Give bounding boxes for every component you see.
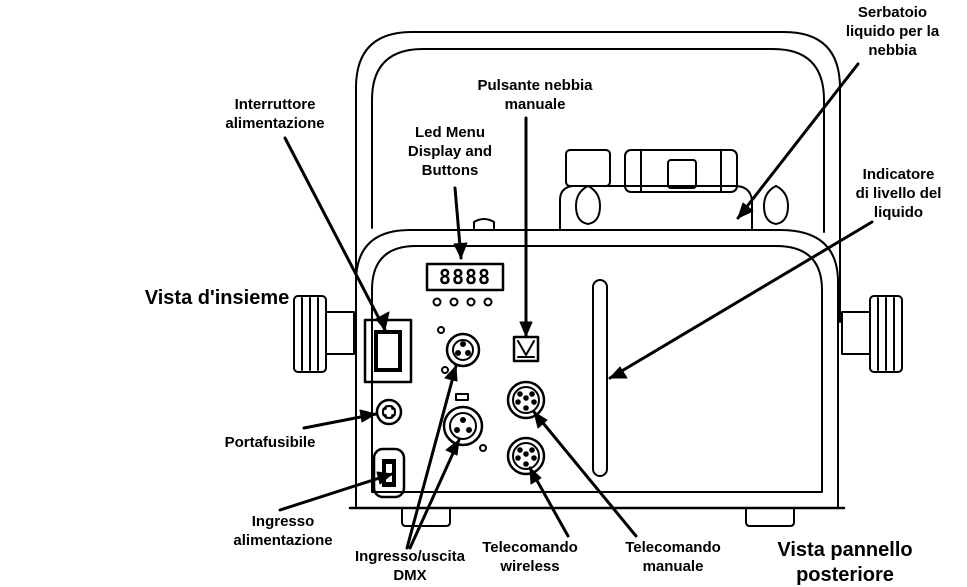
- right-foot: [745, 508, 795, 527]
- menu-buttons: [432, 297, 493, 307]
- leader-tank: [736, 62, 860, 220]
- dmx-in-connector: [437, 326, 481, 374]
- right-knob: [841, 295, 903, 373]
- rear-panel-inset: [371, 245, 823, 493]
- carry-handle-inner: [371, 48, 825, 233]
- leader-power-inlet: [278, 472, 394, 512]
- rear-panel-title: Vista pannello posteriore: [777, 539, 913, 586]
- fluid-level-window: [592, 279, 608, 477]
- led-display: [425, 262, 505, 292]
- overview-title: Vista d'insieme: [144, 287, 290, 309]
- label-tank: Serbatoio liquido per la nebbia: [845, 4, 940, 59]
- label-manual-fog-button: Pulsante nebbia manuale: [477, 77, 593, 113]
- carry-handle: [355, 31, 841, 323]
- fuse-holder: [375, 398, 403, 426]
- label-wireless-remote: Telecomando wireless: [482, 539, 578, 575]
- leader-dmx-in: [405, 364, 458, 550]
- label-level-indicator: Indicatore di livello del liquido: [855, 166, 942, 221]
- fluid-tank: [473, 149, 789, 233]
- label-manual-remote: Telecomando manuale: [625, 539, 721, 575]
- manual-remote-connector: [506, 380, 546, 420]
- power-switch: [363, 318, 413, 384]
- leader-lines: [278, 62, 874, 550]
- leader-manual-remote: [532, 410, 638, 538]
- label-dmx-io: Ingresso/uscita DMX: [354, 548, 466, 584]
- wireless-remote-connector: [506, 436, 546, 476]
- leader-power-switch: [283, 136, 387, 332]
- label-led-menu: Led Menu Display and Buttons: [407, 124, 493, 179]
- left-foot: [401, 508, 451, 527]
- left-knob: [293, 295, 355, 373]
- leader-dmx-out: [408, 438, 461, 550]
- dmx-out-connector: [442, 393, 487, 452]
- label-fuse-holder: Portafusibile: [224, 434, 316, 451]
- label-power-switch: Interruttore alimentazione: [225, 96, 325, 132]
- power-inlet: [372, 447, 406, 499]
- led-display-readout: 8888: [438, 265, 492, 289]
- label-power-input: Ingresso alimentazione: [233, 513, 333, 549]
- leader-level: [608, 220, 874, 380]
